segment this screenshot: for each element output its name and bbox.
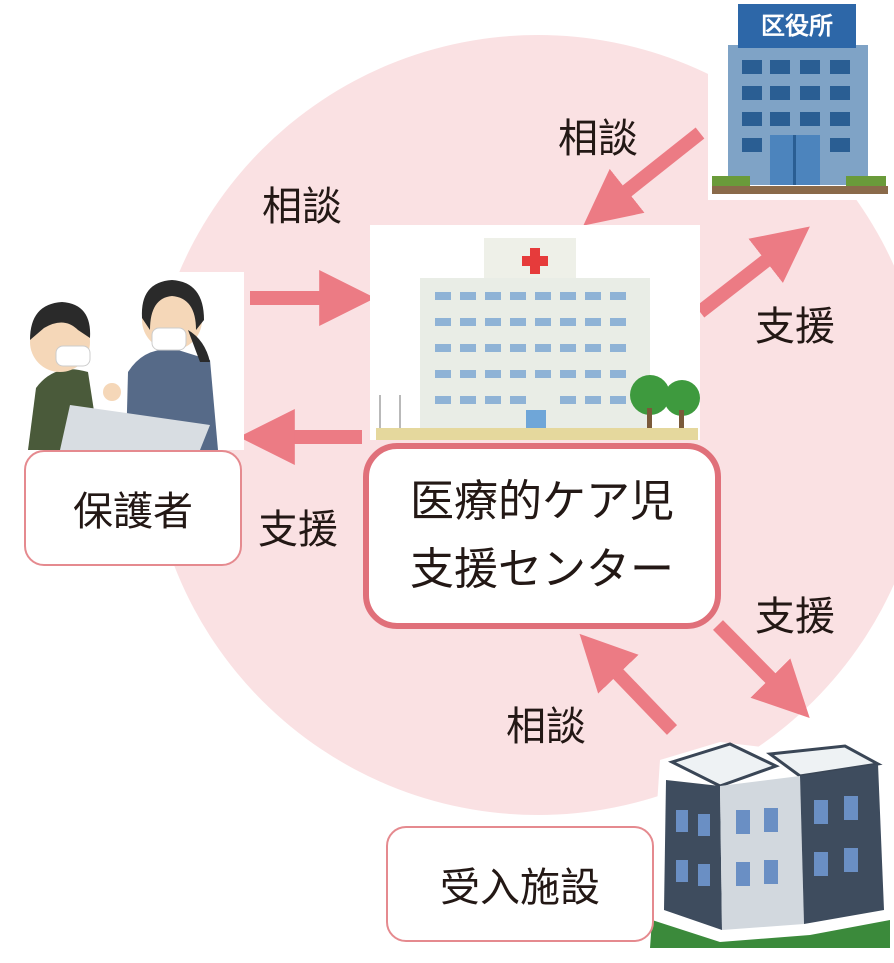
arrow-center-to-city bbox=[695, 226, 810, 318]
support-center-box: 医療的ケア児 支援センター bbox=[363, 443, 721, 629]
support-center-label-line1: 医療的ケア児 bbox=[410, 475, 674, 527]
label-consult-facility-to-center: 相談 bbox=[506, 704, 586, 750]
facility-label: 受入施設 bbox=[440, 865, 600, 911]
arrow-city-to-center bbox=[583, 127, 705, 226]
guardian-box: 保護者 bbox=[24, 450, 242, 566]
label-consult-city-to-center: 相談 bbox=[558, 116, 638, 162]
guardian-label: 保護者 bbox=[73, 489, 193, 535]
arrow-center-to-facility bbox=[713, 620, 810, 718]
city-hall-sign: 区役所 bbox=[761, 12, 833, 40]
label-consult-guardian-to-center: 相談 bbox=[262, 184, 342, 230]
label-support-center-to-city: 支援 bbox=[755, 304, 835, 350]
facility-box: 受入施設 bbox=[386, 826, 654, 942]
label-support-center-to-facility: 支援 bbox=[755, 594, 835, 640]
support-center-label-line2: 支援センター bbox=[410, 544, 674, 595]
arrow-facility-to-center bbox=[579, 633, 678, 735]
label-support-center-to-guardian: 支援 bbox=[258, 507, 338, 553]
